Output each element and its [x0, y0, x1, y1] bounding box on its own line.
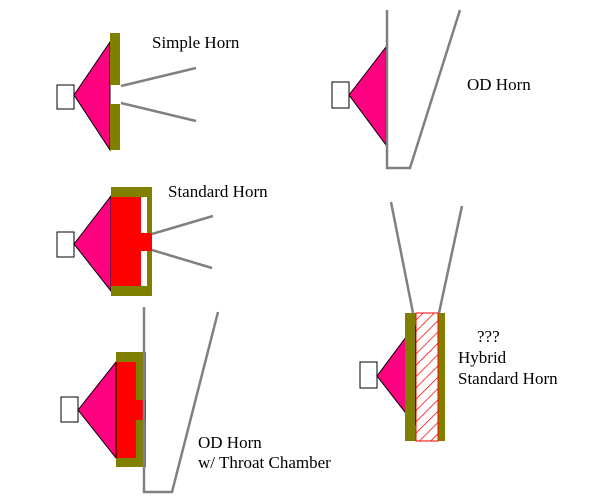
horn-wall	[385, 9, 462, 170]
magnet	[60, 396, 79, 423]
standard-horn-diagram	[56, 187, 214, 296]
od-horn-label: OD Horn	[467, 75, 531, 94]
standard-horn-label: Standard Horn	[168, 182, 268, 201]
magnet	[56, 231, 75, 258]
speaker-cone	[73, 194, 112, 293]
hybrid-throat-chamber	[415, 312, 439, 442]
magnet	[359, 361, 378, 389]
speaker-cone	[77, 360, 117, 460]
hybrid-question-label: ???	[477, 327, 500, 346]
throat-chamber	[116, 362, 146, 458]
od-horn-throat-label-line1: OD Horn	[198, 433, 262, 452]
throat-chamber	[111, 197, 152, 286]
horn-wall-lower	[120, 101, 197, 123]
od-horn-throat-chamber-diagram	[60, 307, 220, 494]
od-horn-throat-label-line2: w/ Throat Chamber	[198, 453, 331, 472]
simple-horn-label: Simple Horn	[152, 33, 240, 52]
hybrid-label-line1: Hybrid	[458, 348, 507, 367]
od-horn-diagram	[331, 9, 462, 170]
hybrid-standard-horn-diagram	[359, 201, 464, 442]
magnet	[331, 81, 350, 109]
baffle-lower	[110, 104, 120, 150]
hybrid-label-line2: Standard Horn	[458, 369, 558, 388]
horn-wall-lower	[151, 248, 213, 270]
speaker-cone	[73, 40, 111, 152]
baffle-enclosure	[405, 313, 445, 441]
horn-wall-right	[437, 205, 464, 314]
horn-wall-upper	[151, 214, 214, 236]
magnet	[56, 84, 75, 110]
throat-chamber-enclosure	[111, 187, 152, 296]
speaker-cone	[348, 45, 387, 147]
simple-horn-diagram	[56, 33, 197, 152]
throat-chamber-enclosure	[116, 352, 146, 467]
baffle-upper	[110, 33, 120, 85]
horn-wall-upper	[120, 66, 197, 88]
horn-wall-left	[389, 201, 415, 314]
horn-wall	[142, 307, 220, 494]
